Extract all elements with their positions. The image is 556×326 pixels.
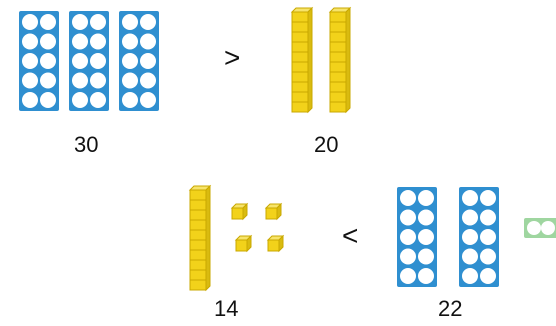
ten-frame-dot <box>480 190 496 206</box>
ten-frame-dot <box>90 14 106 30</box>
ten-frame-dot <box>418 229 434 245</box>
ten-frame-dot <box>90 72 106 89</box>
ten-frame-dot <box>418 190 434 206</box>
rods-group <box>290 6 352 114</box>
ten-frame-dot <box>400 268 416 284</box>
ten-frame-dot <box>122 14 138 30</box>
rod-units-group <box>188 184 285 292</box>
ten-frame-dot <box>462 268 478 284</box>
ten-frame-dot <box>140 53 156 69</box>
ten-frame-dot <box>122 92 138 108</box>
ten-frame-dot <box>72 33 88 50</box>
count-label-twenty-two: 22 <box>438 296 463 321</box>
ten-frame-dot <box>22 53 38 69</box>
ten-frame-dot <box>90 33 106 50</box>
ten-frame-dot <box>22 92 38 108</box>
ten-frame-dot <box>40 92 56 108</box>
count-label-twenty: 20 <box>314 132 339 157</box>
ten-frame-dot <box>90 53 106 69</box>
ten-frame-dot <box>527 221 541 235</box>
unit-cube <box>265 207 278 220</box>
rod-side-face <box>307 6 313 114</box>
ten-frame-dot <box>140 72 156 89</box>
ten-frame-dot <box>122 33 138 50</box>
ten-frame-dot <box>400 209 416 226</box>
ten-frame-dot <box>541 221 555 235</box>
base-ten-rods-twenty <box>290 6 362 116</box>
ten-frame-dot <box>72 92 88 108</box>
ten-frame-dot <box>480 229 496 245</box>
ten-frame-dot <box>40 33 56 50</box>
unit-cube <box>267 239 280 252</box>
count-label-thirty: 30 <box>74 132 99 157</box>
ten-frame-dot <box>22 33 38 50</box>
ten-frame-dot <box>400 248 416 265</box>
ten-frame-dot <box>462 248 478 265</box>
ten-frame-dot <box>400 190 416 206</box>
ten-frame-dot <box>90 92 106 108</box>
ten-frames-group-2 <box>397 187 556 287</box>
ten-frame-dot <box>140 92 156 108</box>
ten-frame-dot <box>480 268 496 284</box>
ten-frame-dot <box>140 33 156 50</box>
ten-frame-dot <box>480 209 496 226</box>
ten-frame-dot <box>72 14 88 30</box>
unit-cube <box>231 207 244 220</box>
ten-frame-dot <box>140 14 156 30</box>
ten-frame-dot <box>122 53 138 69</box>
ten-frame-dot <box>72 53 88 69</box>
less-than-symbol: < <box>342 220 359 251</box>
ten-frame-dot <box>400 229 416 245</box>
ten-frame-dot <box>40 72 56 89</box>
ten-frame-dot <box>462 209 478 226</box>
ten-frames-twenty-two <box>396 186 556 288</box>
ten-frames-group <box>19 11 159 111</box>
count-label-fourteen: 14 <box>214 296 239 321</box>
ten-frame-dot <box>40 14 56 30</box>
rod-side-face <box>345 6 351 114</box>
ten-frame-dot <box>418 209 434 226</box>
ten-frame-dot <box>22 72 38 89</box>
ten-frames-thirty <box>18 10 168 112</box>
ten-frame-dot <box>418 248 434 265</box>
ten-frame-dot <box>462 229 478 245</box>
ten-frame-dot <box>418 268 434 284</box>
ten-frame-dot <box>480 248 496 265</box>
ten-frame-dot <box>40 53 56 69</box>
greater-than-symbol: > <box>224 42 241 73</box>
ten-frame-dot <box>462 190 478 206</box>
unit-cube <box>235 239 248 252</box>
ten-frame-dot <box>122 72 138 89</box>
rod-side-face <box>205 184 211 292</box>
base-ten-model-fourteen <box>186 182 296 294</box>
ten-frame-dot <box>22 14 38 30</box>
ten-frame-dot <box>72 72 88 89</box>
